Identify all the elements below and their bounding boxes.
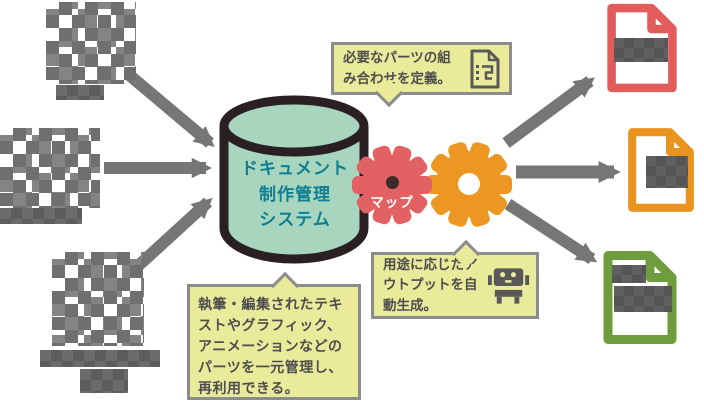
- cylinder-top: [219, 95, 369, 157]
- arrow-gear-to-doc1: [502, 76, 595, 148]
- gear-hole: [458, 173, 480, 195]
- cylinder-body: [219, 126, 369, 264]
- database-cylinder-icon: [219, 95, 369, 264]
- pixelated-source-icon-2: [0, 128, 100, 208]
- system-title-line1: ドキュメント: [241, 159, 349, 178]
- system-title-line3: システム: [259, 210, 331, 229]
- pixelated-doc-content-3b: [614, 286, 672, 312]
- arrow-source1-to-system: [124, 69, 215, 148]
- callout-bottom-right-text: 用途に応じたアウトプットを自動生成。: [383, 257, 478, 313]
- pixelated-source-label-2: [0, 208, 82, 224]
- pixelated-source-label-3b: [80, 369, 128, 393]
- callout-bottom-left-text: 執筆・編集されたテキストやグラフィック、アニメーションなどのパーツを一元管理し、…: [198, 296, 343, 396]
- system-title-line2: 制作管理: [259, 184, 331, 204]
- pixelated-doc-content-3a: [612, 265, 646, 283]
- map-gear-label: マップ: [370, 195, 414, 210]
- callout-auto-output: 用途に応じたアウトプットを自動生成。: [371, 239, 539, 319]
- robot-icon: [487, 267, 530, 304]
- pixelated-doc-content-1: [614, 38, 668, 62]
- pixelated-source-label-3: [40, 350, 160, 367]
- arrow-gear-to-doc3: [504, 198, 598, 265]
- pixelated-source-label-1: [56, 85, 104, 100]
- arrow-source3-to-system: [133, 197, 213, 271]
- pixelated-source-icon-3: [52, 252, 144, 346]
- gear-hole: [385, 176, 399, 189]
- pixelated-doc-content-2: [646, 156, 688, 188]
- callout-map-definition: 必要なパーツの組み合わせを定義。: [331, 42, 512, 108]
- map-gear-icon: マップ: [352, 144, 432, 226]
- map-document-icon: [470, 49, 500, 88]
- output-gear-icon: [426, 140, 512, 228]
- callout-parts-management: 執筆・編集されたテキストやグラフィック、アニメーションなどのパーツを一元管理し、…: [187, 271, 361, 400]
- system-title: ドキュメント 制作管理 システム: [222, 156, 368, 233]
- pixelated-source-icon-1: [46, 2, 136, 84]
- callout-top-text: 必要なパーツの組み合わせを定義。: [343, 50, 451, 86]
